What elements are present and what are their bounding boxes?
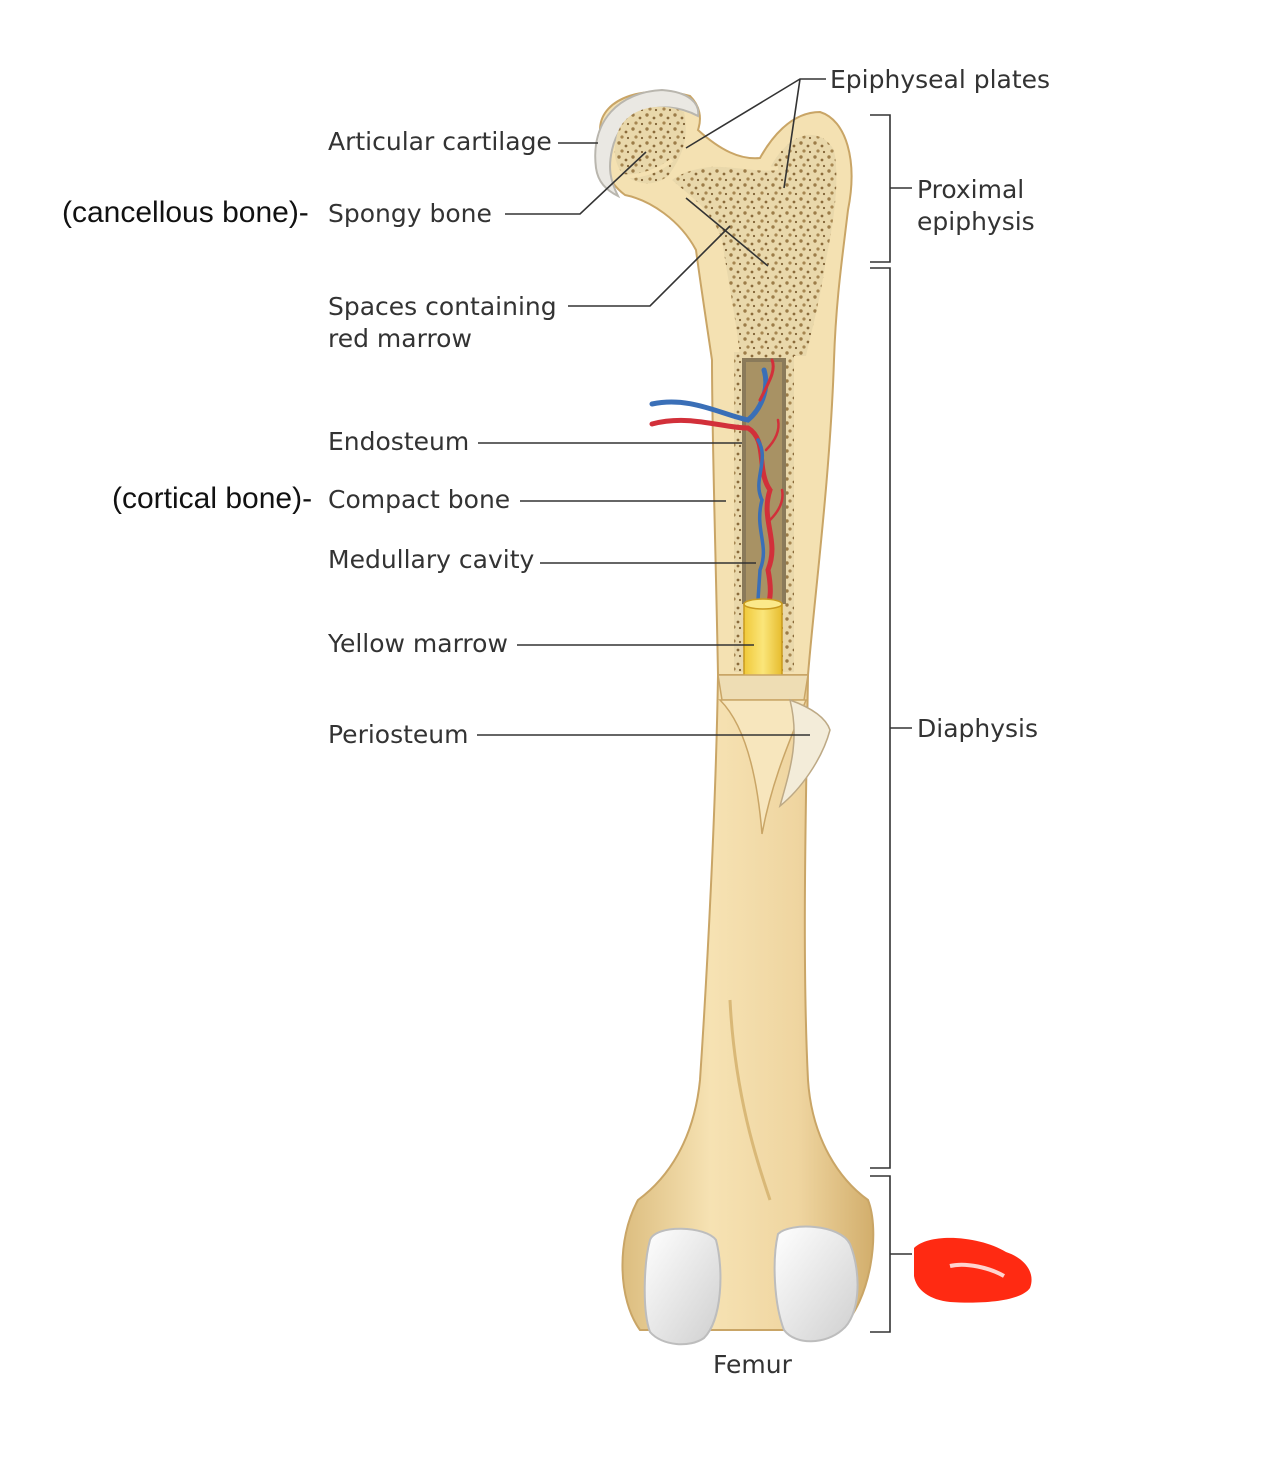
blood-vessels	[649, 358, 784, 607]
yellow-marrow-cylinder	[743, 598, 783, 681]
figure-caption: Femur	[713, 1350, 792, 1379]
label-endosteum: Endosteum	[328, 427, 470, 456]
label-yellow-marrow: Yellow marrow	[328, 629, 508, 658]
label-proximal-line1: Proximal	[917, 175, 1025, 204]
periosteum-flap	[718, 698, 831, 835]
shaft-cut-rim	[717, 674, 809, 701]
annotation-cortical-bone: (cortical bone)-	[112, 482, 313, 515]
label-spaces-red-marrow-line2: red marrow	[328, 324, 472, 353]
label-spongy-bone: Spongy bone	[328, 199, 492, 228]
label-articular-cartilage: Articular cartilage	[328, 127, 552, 156]
red-redaction-scribble	[914, 1237, 1032, 1303]
annotation-cancellous-bone: (cancellous bone)-	[62, 196, 309, 229]
label-compact-bone: Compact bone	[328, 485, 511, 514]
label-diaphysis: Diaphysis	[917, 714, 1039, 743]
label-proximal-line2: epiphysis	[917, 207, 1035, 236]
label-epiphyseal-plates: Epiphyseal plates	[830, 65, 1051, 94]
distal-condyles	[643, 1225, 859, 1346]
label-spaces-red-marrow-line1: Spaces containing	[328, 292, 557, 321]
leader-lines	[477, 78, 912, 1333]
label-periosteum: Periosteum	[328, 720, 469, 749]
label-medullary-cavity: Medullary cavity	[328, 545, 535, 574]
